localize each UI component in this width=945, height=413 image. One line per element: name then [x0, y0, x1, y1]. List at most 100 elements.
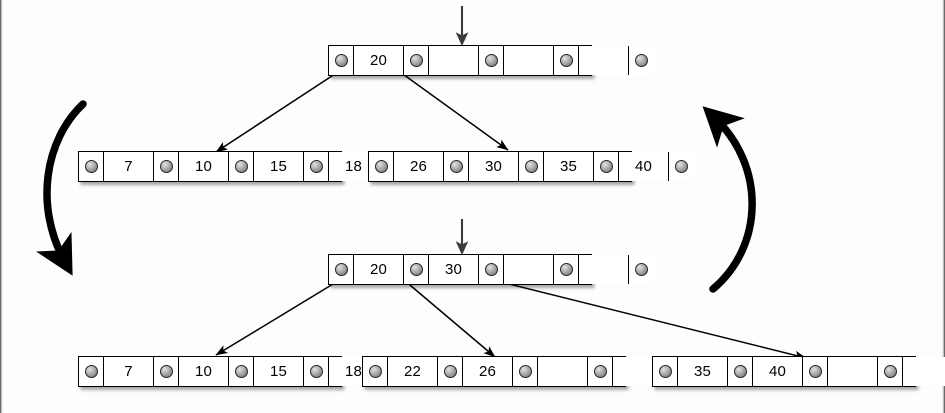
pointer-dot-icon [883, 365, 897, 378]
pointer-dot-icon [808, 365, 822, 378]
pointer-dot-icon [84, 160, 98, 173]
pointer-cell[interactable] [404, 255, 429, 284]
pointer-dot-icon [484, 263, 498, 276]
key-cell[interactable] [504, 46, 554, 75]
pointer-cell[interactable] [304, 357, 329, 386]
key-cell[interactable]: 7 [104, 152, 154, 181]
key-cell[interactable] [538, 357, 588, 386]
pointer-dot-icon [658, 365, 672, 378]
pointer-dot-icon [409, 263, 423, 276]
pointer-cell[interactable] [438, 357, 463, 386]
pointer-dot-icon [234, 160, 248, 173]
leaf-node-after-left[interactable]: 7 10 15 18 [78, 356, 404, 387]
child-link-after-middle [403, 279, 496, 358]
pointer-dot-icon [599, 160, 613, 173]
key-cell[interactable]: 20 [354, 255, 404, 284]
pointer-cell[interactable] [229, 152, 254, 181]
pointer-cell[interactable] [878, 357, 903, 386]
child-link-before-left [215, 71, 339, 153]
pointer-cell[interactable] [594, 152, 619, 181]
key-cell[interactable] [504, 255, 554, 284]
key-cell[interactable]: 35 [678, 357, 728, 386]
pointer-cell[interactable] [304, 152, 329, 181]
key-cell[interactable] [828, 357, 878, 386]
pointer-cell[interactable] [479, 46, 504, 75]
pointer-cell[interactable] [554, 46, 579, 75]
pointer-cell[interactable] [728, 357, 753, 386]
pointer-cell[interactable] [329, 46, 354, 75]
pointer-dot-icon [443, 365, 457, 378]
pointer-cell[interactable] [79, 357, 104, 386]
pointer-dot-icon [84, 365, 98, 378]
leaf-node-after-right[interactable]: 35 40 [652, 356, 945, 387]
key-cell[interactable]: 30 [429, 255, 479, 284]
pointer-cell[interactable] [363, 357, 388, 386]
pointer-dot-icon [733, 365, 747, 378]
leaf-node-after-middle[interactable]: 22 26 [362, 356, 688, 387]
pointer-dot-icon [368, 365, 382, 378]
pointer-cell[interactable] [629, 255, 654, 284]
pointer-dot-icon [518, 365, 532, 378]
pointer-cell[interactable] [629, 46, 654, 75]
pointer-cell[interactable] [154, 357, 179, 386]
leaf-node-before-left[interactable]: 7 10 15 18 [78, 151, 404, 182]
key-cell[interactable]: 15 [254, 152, 304, 181]
child-link-before-right [399, 71, 509, 151]
key-cell[interactable] [579, 255, 629, 284]
key-cell[interactable]: 40 [753, 357, 803, 386]
pointer-cell[interactable] [329, 255, 354, 284]
pointer-dot-icon [593, 365, 607, 378]
key-cell[interactable]: 10 [179, 152, 229, 181]
key-cell[interactable] [429, 46, 479, 75]
key-cell[interactable]: 30 [469, 152, 519, 181]
root-node-after[interactable]: 20 30 [328, 254, 654, 285]
key-cell[interactable]: 35 [544, 152, 594, 181]
pointer-dot-icon [449, 160, 463, 173]
pointer-cell[interactable] [444, 152, 469, 181]
pointer-dot-icon [484, 54, 498, 67]
key-cell[interactable]: 22 [388, 357, 438, 386]
pointer-dot-icon [559, 263, 573, 276]
pointer-dot-icon [559, 54, 573, 67]
pointer-cell[interactable] [519, 152, 544, 181]
leaf-node-before-right[interactable]: 26 30 35 40 [368, 151, 694, 182]
pointer-dot-icon [159, 160, 173, 173]
key-cell[interactable]: 7 [104, 357, 154, 386]
pointer-cell[interactable] [554, 255, 579, 284]
pointer-cell[interactable] [479, 255, 504, 284]
pointer-cell[interactable] [669, 152, 694, 181]
pointer-cell[interactable] [79, 152, 104, 181]
pointer-cell[interactable] [588, 357, 613, 386]
child-link-after-left [215, 280, 339, 356]
pointer-cell[interactable] [803, 357, 828, 386]
pointer-dot-icon [234, 365, 248, 378]
pointer-cell[interactable] [369, 152, 394, 181]
flow-arrow-left-down [36, 100, 87, 276]
pointer-dot-icon [635, 263, 648, 276]
key-cell[interactable] [903, 357, 945, 386]
pointer-dot-icon [309, 160, 323, 173]
pointer-dot-icon [409, 54, 423, 67]
key-cell[interactable]: 26 [394, 152, 444, 181]
pointer-dot-icon [334, 54, 348, 67]
key-cell[interactable]: 20 [354, 46, 404, 75]
page-edge-left [0, 0, 3, 413]
pointer-cell[interactable] [653, 357, 678, 386]
root-node-before[interactable]: 20 [328, 45, 654, 76]
key-cell[interactable]: 10 [179, 357, 229, 386]
pointer-dot-icon [334, 263, 348, 276]
pointer-cell[interactable] [404, 46, 429, 75]
flow-arrow-right-up [702, 106, 756, 293]
pointer-dot-icon [675, 160, 688, 173]
key-cell[interactable]: 15 [254, 357, 304, 386]
pointer-cell[interactable] [154, 152, 179, 181]
pointer-cell[interactable] [513, 357, 538, 386]
key-cell[interactable] [579, 46, 629, 75]
pointer-dot-icon [524, 160, 538, 173]
pointer-cell[interactable] [229, 357, 254, 386]
key-cell[interactable]: 26 [463, 357, 513, 386]
pointer-dot-icon [159, 365, 173, 378]
key-cell[interactable]: 40 [619, 152, 669, 181]
pointer-dot-icon [635, 54, 648, 67]
